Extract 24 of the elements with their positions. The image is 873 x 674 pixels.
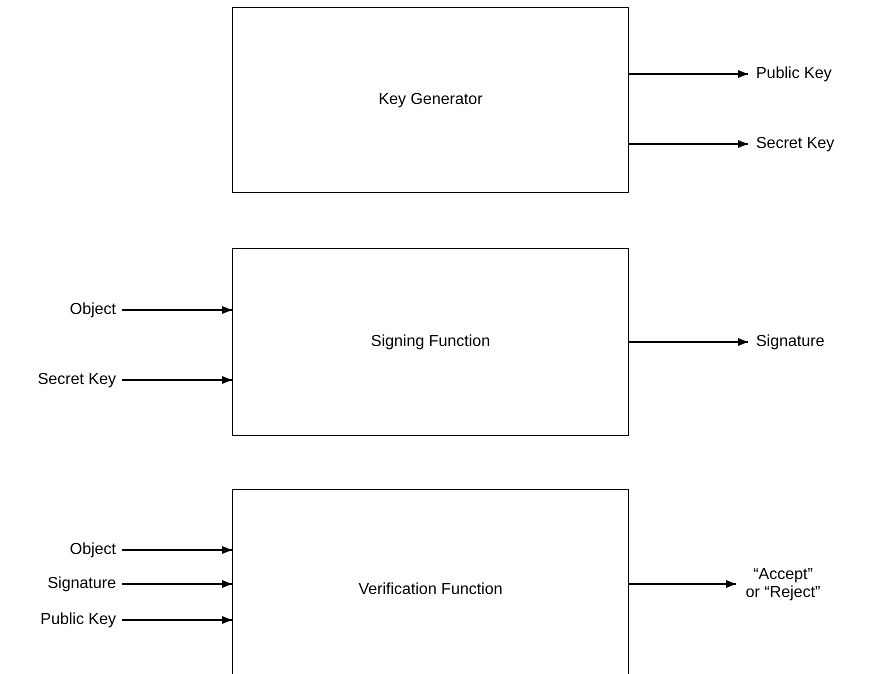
arrow <box>122 616 232 624</box>
io-label: Signature <box>48 575 116 593</box>
box-label: Signing Function <box>370 333 490 351</box>
io-label: Secret Key <box>38 371 116 389</box>
arrow <box>629 140 748 148</box>
arrow <box>629 580 736 588</box>
io-label: Signature <box>756 333 824 351</box>
box-label: Key Generator <box>378 91 483 109</box>
io-label: Object <box>70 541 116 559</box>
process-box <box>232 7 629 193</box>
arrow <box>122 306 232 314</box>
io-label: Public Key <box>40 611 116 629</box>
io-label: “Accept” or “Reject” <box>744 566 822 602</box>
process-box <box>232 489 629 674</box>
io-label: Secret Key <box>756 135 834 153</box>
arrow <box>122 546 232 554</box>
io-label: Object <box>70 301 116 319</box>
process-box <box>232 248 629 436</box>
arrow <box>122 376 232 384</box>
io-label: Public Key <box>756 65 832 83</box>
arrow <box>629 70 748 78</box>
arrow <box>629 338 748 346</box>
arrow <box>122 580 232 588</box>
box-label: Verification Function <box>358 580 503 598</box>
